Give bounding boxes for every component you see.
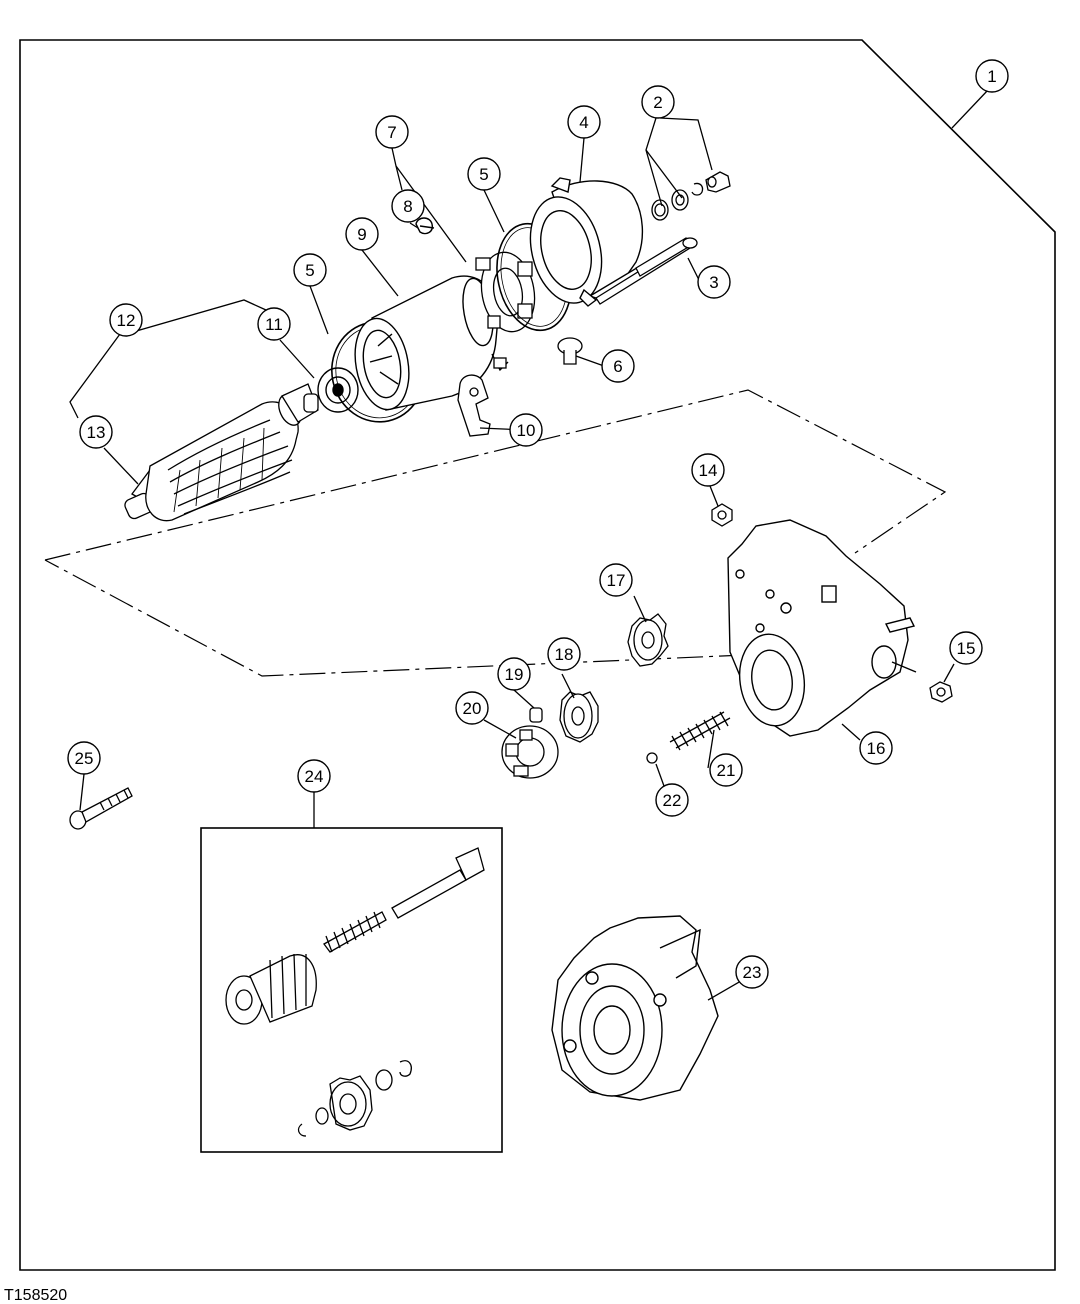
callout-7: 7 — [375, 115, 409, 149]
callout-label: 18 — [555, 645, 574, 664]
brush-holder-part — [475, 251, 536, 369]
rear-end-frame-part — [529, 177, 654, 307]
callout-label: 23 — [743, 963, 762, 982]
callout-label: 12 — [117, 311, 136, 330]
callout-19: 19 — [497, 657, 531, 691]
callout-label: 3 — [709, 273, 718, 292]
callout-16: 16 — [859, 731, 893, 765]
callout-label: 21 — [717, 761, 736, 780]
pinion-gear-part — [627, 613, 669, 667]
callout-label: 7 — [387, 123, 396, 142]
nut-14-part — [711, 503, 733, 527]
callout-label: 24 — [305, 767, 324, 786]
callout-label: 15 — [957, 639, 976, 658]
callout-label: 8 — [403, 197, 412, 216]
callout-13: 13 — [79, 415, 113, 449]
armature-part — [124, 383, 319, 522]
figure-id: T158520 — [4, 1287, 67, 1304]
callout-label: 4 — [579, 113, 588, 132]
callout-8: 8 — [391, 189, 425, 223]
callout-label: 9 — [357, 225, 366, 244]
bolt-25-part — [69, 787, 133, 830]
callout-label: 1 — [987, 67, 996, 86]
callout-4: 4 — [567, 105, 601, 139]
callout-label: 5 — [479, 165, 488, 184]
roller-part — [529, 707, 543, 723]
callout-21: 21 — [709, 753, 743, 787]
callout-label: 14 — [699, 461, 718, 480]
callout-label: 6 — [613, 357, 622, 376]
callout-label: 16 — [867, 739, 886, 758]
callout-label: 17 — [607, 571, 626, 590]
callout-label: 13 — [87, 423, 106, 442]
callout-23: 23 — [735, 955, 769, 989]
ball-part — [646, 752, 658, 764]
callout-12: 12 — [109, 303, 143, 337]
callout-5-right: 5 — [467, 157, 501, 191]
callout-label: 22 — [663, 791, 682, 810]
callout-25: 25 — [67, 741, 101, 775]
callout-15: 15 — [949, 631, 983, 665]
callout-18: 18 — [547, 637, 581, 671]
callout-11: 11 — [257, 307, 291, 341]
callout-label: 25 — [75, 749, 94, 768]
callout-2: 2 — [641, 85, 675, 119]
callout-1: 1 — [975, 59, 1009, 93]
idler-gear-part — [559, 691, 599, 743]
clutch-kit-parts — [225, 847, 485, 1137]
callout-label: 10 — [517, 421, 536, 440]
outer-frame — [19, 39, 1056, 1271]
nut-15-part — [929, 681, 953, 703]
brush-plate-part — [457, 374, 491, 437]
callout-6: 6 — [601, 349, 635, 383]
callout-label: 2 — [653, 93, 662, 112]
callout-22: 22 — [655, 783, 689, 817]
callout-20: 20 — [455, 691, 489, 725]
kit-24-box — [200, 827, 503, 1153]
callout-24: 24 — [297, 759, 331, 793]
callout-14: 14 — [691, 453, 725, 487]
callout-label: 5 — [305, 261, 314, 280]
callout-label: 11 — [265, 315, 283, 334]
bearing-part — [317, 367, 359, 413]
terminal-hardware-part — [651, 171, 731, 221]
spring-21-part — [669, 711, 731, 751]
drive-housing-part — [551, 915, 719, 1101]
leader-lines — [69, 89, 989, 1001]
callout-17: 17 — [599, 563, 633, 597]
brush-spring-part — [415, 217, 435, 235]
callout-3: 3 — [697, 265, 731, 299]
through-bolt-part — [595, 237, 698, 305]
callout-10: 10 — [509, 413, 543, 447]
callout-9: 9 — [345, 217, 379, 251]
gear-housing-part — [727, 519, 917, 737]
callout-label: 19 — [505, 665, 524, 684]
callout-5-left: 5 — [293, 253, 327, 287]
retainer-part — [501, 725, 559, 779]
callout-label: 20 — [463, 699, 482, 718]
plug-part — [557, 337, 583, 365]
